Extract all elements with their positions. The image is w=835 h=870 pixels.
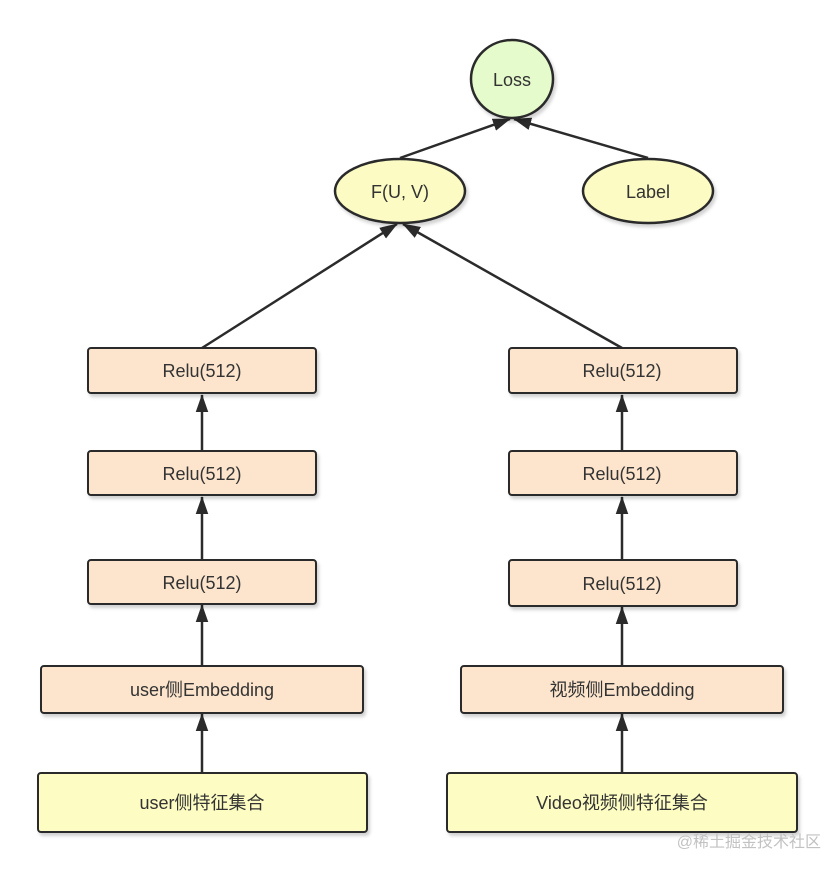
fuv-ellipse: [333, 157, 467, 225]
user-relu-1-label: Relu(512): [162, 573, 241, 593]
video-relu-2-box: [508, 450, 738, 496]
video-embedding-label: 视频侧Embedding: [549, 680, 694, 700]
user-features-label: user侧特征集合: [139, 793, 264, 813]
video-features-label: Video视频侧特征集合: [536, 793, 708, 813]
user-embedding-label: user侧Embedding: [130, 680, 274, 700]
video-relu-1-node: Relu(512): [508, 559, 738, 607]
edge-video-to-fuv: [402, 222, 623, 350]
user-relu-2-node: Relu(512): [87, 450, 317, 496]
fuv-label: F(U, V): [371, 182, 429, 202]
user-tower: Relu(512) Relu(512) Relu(512) user侧Embed…: [37, 347, 368, 833]
user-relu-1-box: [87, 559, 317, 605]
edges: [195, 117, 649, 773]
user-relu-2-label: Relu(512): [162, 464, 241, 484]
loss-label: Loss: [493, 70, 531, 90]
video-embedding-box: [460, 665, 784, 714]
video-relu-1-label: Relu(512): [582, 574, 661, 594]
edge-fuv-to-loss: [399, 117, 511, 160]
video-relu-3-node: Relu(512): [508, 347, 738, 394]
label-node: Label: [581, 157, 715, 225]
video-relu-2-node: Relu(512): [508, 450, 738, 496]
video-features-node: Video视频侧特征集合: [446, 772, 798, 833]
watermark-text: @稀土掘金技术社区: [676, 834, 821, 851]
edge-label-to-loss: [513, 117, 649, 160]
user-relu-3-label: Relu(512): [162, 361, 241, 381]
video-relu-2-label: Relu(512): [582, 464, 661, 484]
loss-ellipse: [469, 38, 555, 120]
video-features-box: [446, 772, 798, 833]
video-relu-3-box: [508, 347, 738, 394]
label-label: Label: [626, 182, 670, 202]
label-ellipse: [581, 157, 715, 225]
user-relu-2-box: [87, 450, 317, 496]
video-relu-3-label: Relu(512): [582, 361, 661, 381]
user-features-box: [37, 772, 368, 833]
user-relu-3-box: [87, 347, 317, 394]
user-embedding-box: [40, 665, 364, 714]
fuv-node: F(U, V): [333, 157, 467, 225]
video-embedding-node: 视频侧Embedding: [460, 665, 784, 714]
user-features-node: user侧特征集合: [37, 772, 368, 833]
user-embedding-node: user侧Embedding: [40, 665, 364, 714]
video-tower: Relu(512) Relu(512) Relu(512) 视频侧Embeddi…: [446, 347, 798, 833]
video-relu-1-box: [508, 559, 738, 607]
edge-user-to-fuv: [201, 222, 398, 350]
user-relu-3-node: Relu(512): [87, 347, 317, 394]
user-relu-1-node: Relu(512): [87, 559, 317, 605]
loss-node: Loss: [469, 38, 555, 120]
